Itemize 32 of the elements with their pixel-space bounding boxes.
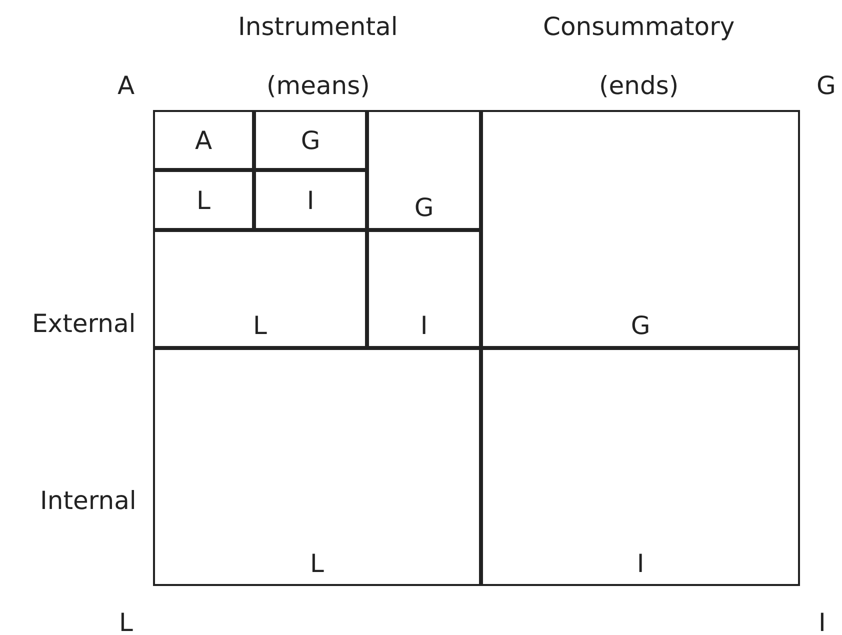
grid-cell xyxy=(481,110,800,348)
grid-cell xyxy=(153,348,481,586)
cell-letter: L xyxy=(196,188,210,212)
grid-cell xyxy=(153,110,254,170)
cell-letter: G xyxy=(630,313,650,338)
column-heading: (ends) xyxy=(599,73,679,98)
grid-cell xyxy=(367,230,481,348)
subdivided-cell xyxy=(153,110,367,230)
row-heading: Internal xyxy=(40,488,136,513)
row-heading: External xyxy=(32,311,136,336)
cell-letter: G xyxy=(414,195,434,220)
column-heading: Instrumental xyxy=(238,14,398,39)
cell-letter: A xyxy=(194,128,212,152)
grid-cell xyxy=(481,348,800,586)
corner-letter: G xyxy=(816,73,836,98)
grid-cell xyxy=(367,110,481,230)
cell-letter: L xyxy=(310,551,324,576)
column-heading: Consummatory xyxy=(543,14,735,39)
grid-cell xyxy=(153,230,367,348)
cell-letter: L xyxy=(253,313,267,338)
grid-cell xyxy=(153,170,254,230)
corner-letter: L xyxy=(119,610,133,635)
corner-letter: A xyxy=(118,73,135,98)
cell-letter: I xyxy=(306,188,314,212)
grid-cell xyxy=(254,170,367,230)
grid-cell xyxy=(254,110,367,170)
cell-letter: G xyxy=(300,128,320,152)
cell-letter: I xyxy=(420,313,428,338)
corner-letter: I xyxy=(818,610,826,635)
subdivided-cell xyxy=(153,110,481,348)
column-heading: (means) xyxy=(266,73,370,98)
cell-letter: I xyxy=(636,551,644,576)
